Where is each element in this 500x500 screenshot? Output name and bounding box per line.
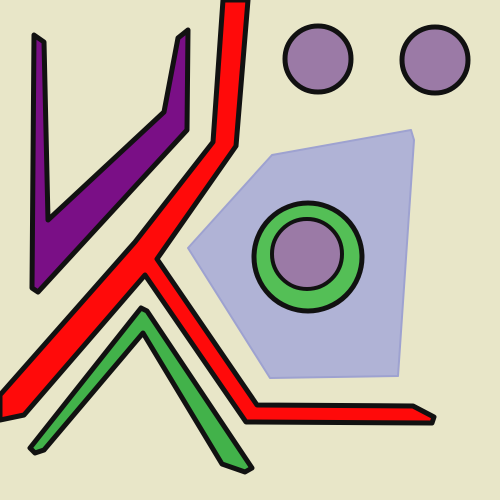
green-ring [251, 200, 365, 314]
red-branching-stroke [0, 0, 437, 426]
top-left-circle [282, 23, 354, 95]
purple-zigzag-stroke [29, 27, 191, 295]
top-right-circle [399, 24, 471, 96]
green-chevron-stroke [27, 305, 255, 475]
green-ring-inner [270, 217, 344, 291]
top-circles [282, 23, 471, 96]
